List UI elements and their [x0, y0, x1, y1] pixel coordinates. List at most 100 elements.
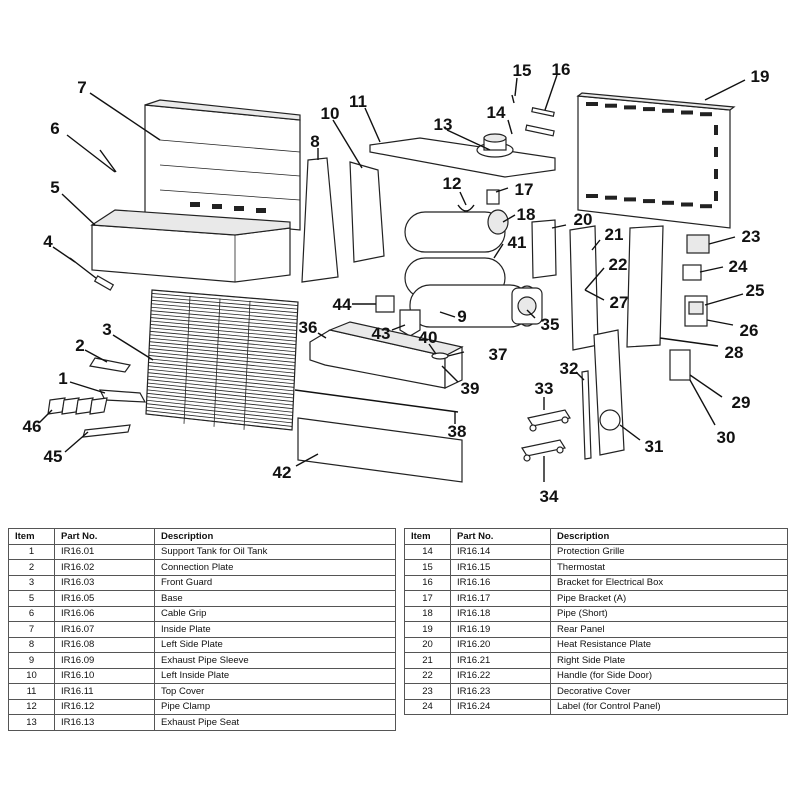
column-header-description: Description — [550, 528, 788, 545]
grille-line — [145, 413, 293, 431]
grille-line — [149, 334, 296, 349]
column-header-description: Description — [154, 528, 396, 545]
description-cell: Left Inside Plate — [154, 667, 396, 684]
callout-35: 35 — [541, 315, 560, 334]
grille-line — [147, 386, 294, 402]
grille-line — [147, 389, 294, 406]
callout-29: 29 — [732, 393, 751, 412]
grille-line — [146, 403, 293, 420]
callout-11: 11 — [349, 92, 367, 111]
part-control-box — [684, 295, 708, 327]
callout-30: 30 — [717, 428, 736, 447]
grille-line — [148, 365, 295, 381]
description-cell: Support Tank for Oil Tank — [154, 543, 396, 560]
grille-line — [150, 313, 297, 328]
item-cell: 24 — [404, 698, 451, 715]
vent-slot — [586, 102, 598, 106]
callout-46: 46 — [23, 417, 42, 436]
grille-line — [150, 317, 297, 331]
part-front-plate — [297, 417, 463, 483]
callout-27: 27 — [610, 293, 629, 312]
part-no-cell: IR16.07 — [54, 621, 155, 638]
item-cell: 21 — [404, 652, 451, 669]
grille-line — [151, 296, 298, 310]
callout-38: 38 — [448, 422, 467, 441]
part-base — [90, 209, 291, 283]
description-cell: Exhaust Pipe Seat — [154, 714, 396, 731]
part-pipe-clamp — [457, 204, 475, 212]
vent-slot — [714, 125, 718, 135]
part-box-29 — [669, 349, 691, 381]
description-cell: Protection Grille — [550, 543, 788, 560]
part-no-cell: IR16.11 — [54, 683, 155, 700]
vent-slot — [700, 112, 712, 117]
part-castor-plate-34 — [521, 439, 566, 462]
vent-slot — [700, 204, 712, 209]
part-left-inside-plate — [349, 161, 385, 263]
part-pipe-bracket — [486, 189, 500, 205]
description-cell: Inside Plate — [154, 621, 396, 638]
grille-line — [148, 355, 295, 370]
description-cell: Top Cover — [154, 683, 396, 700]
description-cell: Cable Grip — [154, 605, 396, 622]
column-header-part-no: Part No. — [450, 528, 551, 545]
part-rod-38 — [294, 389, 459, 413]
grille-line — [146, 392, 294, 410]
item-cell: 7 — [8, 621, 55, 638]
part-rod — [69, 257, 115, 291]
leader-lines — [39, 74, 746, 482]
callout-17: 17 — [515, 180, 534, 199]
callout-44: 44 — [333, 295, 352, 314]
callout-4: 4 — [43, 232, 53, 251]
callout-10: 10 — [321, 104, 340, 123]
description-cell: Thermostat — [550, 559, 788, 576]
part-strip-32 — [581, 370, 592, 460]
description-cell: Handle (for Side Door) — [550, 667, 788, 684]
part-no-cell: IR16.16 — [450, 574, 551, 591]
grille-line — [149, 337, 296, 353]
table-header-row: Item Part No. Description — [404, 528, 788, 545]
part-front-guard — [145, 289, 299, 431]
grille-line — [150, 327, 297, 342]
grille-frame-line — [243, 300, 251, 430]
part-label-control-panel — [682, 264, 702, 281]
part-no-cell: IR16.09 — [54, 652, 155, 669]
grille-line — [151, 303, 298, 317]
item-cell: 17 — [404, 590, 451, 607]
part-no-cell: IR16.01 — [54, 543, 155, 560]
part-no-cell: IR16.03 — [54, 574, 155, 591]
callout-13: 13 — [434, 115, 453, 134]
description-cell: Rear Panel — [550, 621, 788, 638]
vent-slot — [681, 202, 693, 207]
grille-line — [148, 358, 295, 374]
vent-slot — [662, 200, 674, 205]
grille-line — [150, 324, 297, 338]
part-small-plate — [82, 424, 131, 438]
callout-9: 9 — [457, 307, 466, 326]
item-cell: 1 — [8, 543, 55, 560]
callout-25: 25 — [746, 281, 765, 300]
part-rear-panel — [576, 92, 736, 229]
grille-frame-line — [213, 298, 221, 427]
grille-line — [147, 372, 295, 388]
part-burner — [511, 287, 543, 325]
item-cell: 11 — [8, 683, 55, 700]
part-left-side-plate — [301, 157, 339, 283]
vent-slot — [714, 169, 718, 179]
description-cell: Right Side Plate — [550, 652, 788, 669]
callout-24: 24 — [729, 257, 748, 276]
item-cell: 15 — [404, 559, 451, 576]
vent-slot — [624, 105, 636, 110]
